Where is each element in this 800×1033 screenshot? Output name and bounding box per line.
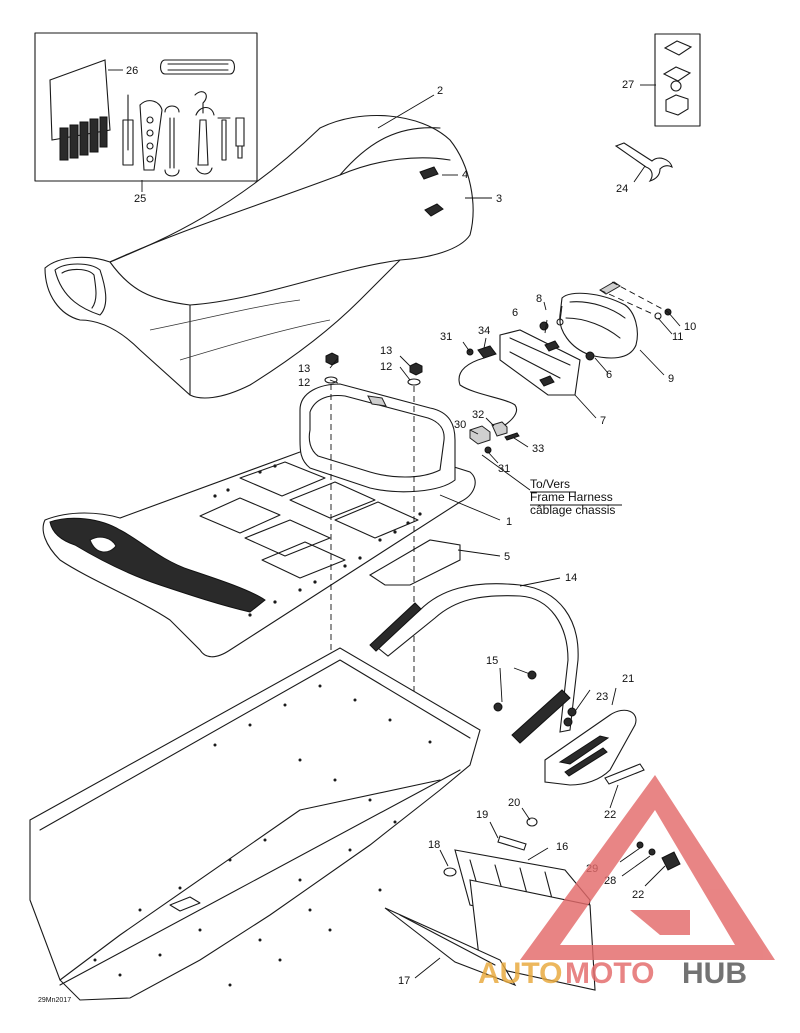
callout-31a: 31: [440, 331, 452, 343]
callout-13a: 13: [298, 363, 310, 375]
callout-3: 3: [496, 193, 502, 205]
seat: [44, 115, 474, 399]
callout-10: 10: [684, 321, 696, 333]
callout-8: 8: [536, 293, 542, 305]
seat-outline: [44, 115, 474, 399]
callout-17: 17: [398, 975, 410, 987]
spark-plug-tool: [235, 117, 245, 159]
callout-23: 23: [596, 691, 608, 703]
watermark-text-moto: MOTO: [565, 957, 654, 990]
tunnel-rivets: [93, 684, 432, 987]
diagram-code: 29Mn2017: [38, 997, 71, 1004]
fastener-set-frame: [654, 33, 701, 127]
flap-support: [384, 907, 517, 987]
hex-key-tool: [217, 117, 231, 161]
callout-18: 18: [428, 839, 440, 851]
callout-labels: 1 2 3 4 5 6 6 7 8 9 10 11 12 12 13 13 14…: [126, 65, 696, 987]
handle-trim: [544, 707, 645, 786]
grab-handle: [369, 583, 579, 744]
watermark: AUTO MOTO HUB: [478, 775, 775, 990]
callout-9: 9: [668, 373, 674, 385]
callout-22a: 22: [604, 809, 616, 821]
callout-27: 27: [622, 79, 634, 91]
taillight-assembly: [458, 281, 672, 454]
tool-strap: [159, 59, 236, 75]
storage-tub: [299, 383, 456, 493]
tunnel-outline: [29, 647, 481, 1001]
tool-kit-frame: [34, 32, 258, 182]
seat-base-holes: [213, 464, 422, 617]
callout-34: 34: [478, 325, 490, 337]
callout-19: 19: [476, 809, 488, 821]
callout-14: 14: [565, 572, 577, 584]
spanner-tool: [164, 105, 180, 177]
tool-kit-group: [34, 32, 258, 182]
reflector: [604, 763, 645, 785]
callout-5: 5: [504, 551, 510, 563]
screwdriver-tool: [122, 94, 134, 166]
callout-6a: 6: [512, 307, 518, 319]
seat-pad: [368, 539, 461, 586]
hook-tool: [194, 91, 207, 114]
callout-31b: 31: [498, 463, 510, 475]
seat-base: [42, 383, 476, 658]
callout-20: 20: [508, 797, 520, 809]
harness-note: To/Vers Frame Harness câblage chassis: [530, 477, 622, 517]
callout-24: 24: [616, 183, 628, 195]
fastener-set-group: [654, 33, 701, 127]
callout-22b: 22: [632, 889, 644, 901]
callout-13b: 13: [380, 345, 392, 357]
callout-4: 4: [462, 169, 468, 181]
callout-21: 21: [622, 673, 634, 685]
callout-32: 32: [472, 409, 484, 421]
callout-33: 33: [532, 443, 544, 455]
callout-26: 26: [126, 65, 138, 77]
callout-11: 11: [672, 331, 683, 343]
harness-note-line1: To/Vers: [530, 477, 570, 491]
callout-25: 25: [134, 193, 146, 205]
tunnel-body: [29, 647, 481, 1001]
callout-12a: 12: [298, 377, 310, 389]
watermark-text-hub: HUB: [682, 957, 747, 990]
leader-lines: [108, 69, 681, 979]
callout-7: 7: [600, 415, 606, 427]
watermark-text-auto: AUTO: [478, 957, 562, 990]
callout-2: 2: [437, 85, 443, 97]
spanner-wrench: [614, 142, 673, 183]
harness-note-line2: Frame Harness: [530, 490, 613, 504]
callout-1: 1: [506, 516, 512, 528]
callout-15: 15: [486, 655, 498, 667]
callout-16: 16: [556, 841, 568, 853]
handle-bar: [377, 583, 579, 733]
callout-12b: 12: [380, 361, 392, 373]
callout-30: 30: [454, 419, 466, 431]
callout-6b: 6: [606, 369, 612, 381]
watermark-logo: [520, 775, 775, 960]
harness-note-line3: câblage chassis: [530, 503, 615, 517]
open-wrench-tool: [197, 119, 209, 166]
